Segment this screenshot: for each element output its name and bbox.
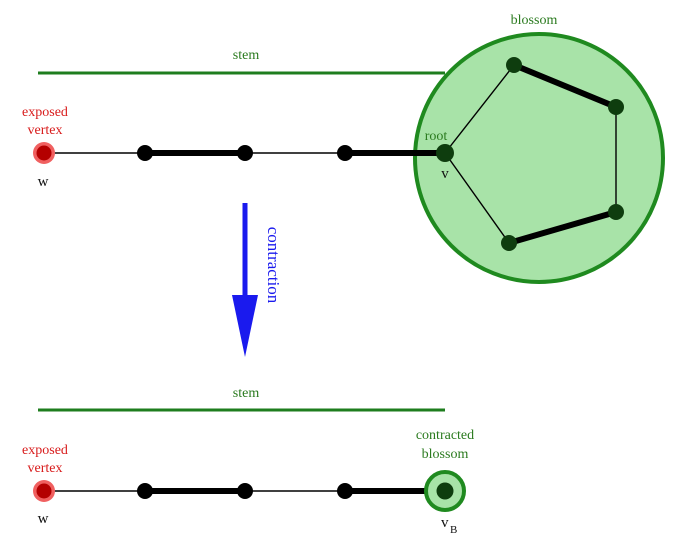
exposed-vertex-label-line1: exposed [22, 443, 68, 458]
exposed-vertex-label-line2: vertex [28, 461, 63, 476]
vb-label: v [441, 515, 449, 531]
root-label: root [425, 129, 448, 144]
contracted-blossom-label-line1: contracted [416, 428, 474, 443]
blossom-edge-unmatched [444, 152, 510, 244]
blossom-edge-matched [512, 62, 618, 110]
vertex [137, 483, 153, 499]
root-vertex [436, 144, 454, 162]
vertex [137, 145, 153, 161]
top-graph: blossom stem exposed vertex w root [22, 13, 665, 284]
blossom-label: blossom [511, 13, 558, 28]
v-label: v [441, 166, 449, 182]
exposed-vertex [36, 145, 52, 161]
blossom-edge-unmatched [444, 64, 515, 154]
vertex [337, 145, 353, 161]
contraction-arrow-head [232, 295, 258, 357]
vertex [237, 483, 253, 499]
vertex [237, 145, 253, 161]
blossom-region [413, 32, 665, 284]
contracted-vertex [436, 482, 454, 500]
bottom-graph: stem exposed vertex w contracted blossom… [22, 386, 474, 536]
stem-label: stem [233, 386, 260, 401]
w-label: w [38, 174, 49, 190]
contraction-label: contraction [264, 227, 283, 304]
blossom-vertex [506, 57, 522, 73]
exposed-vertex-label-line1: exposed [22, 105, 68, 120]
vertex [337, 483, 353, 499]
stem-label: stem [233, 48, 260, 63]
blossom-vertex [608, 204, 624, 220]
vb-label-subscript: B [450, 524, 457, 536]
exposed-vertex [36, 483, 52, 499]
exposed-vertex-label-line2: vertex [28, 123, 63, 138]
blossom-vertex [501, 235, 517, 251]
blossom-edge-matched [508, 209, 617, 246]
w-label: w [38, 511, 49, 527]
vb-label-main: v [441, 515, 449, 531]
contracted-blossom-label-line2: blossom [422, 447, 469, 462]
contraction-arrow-group: contraction [232, 203, 283, 357]
blossom-vertex [608, 99, 624, 115]
